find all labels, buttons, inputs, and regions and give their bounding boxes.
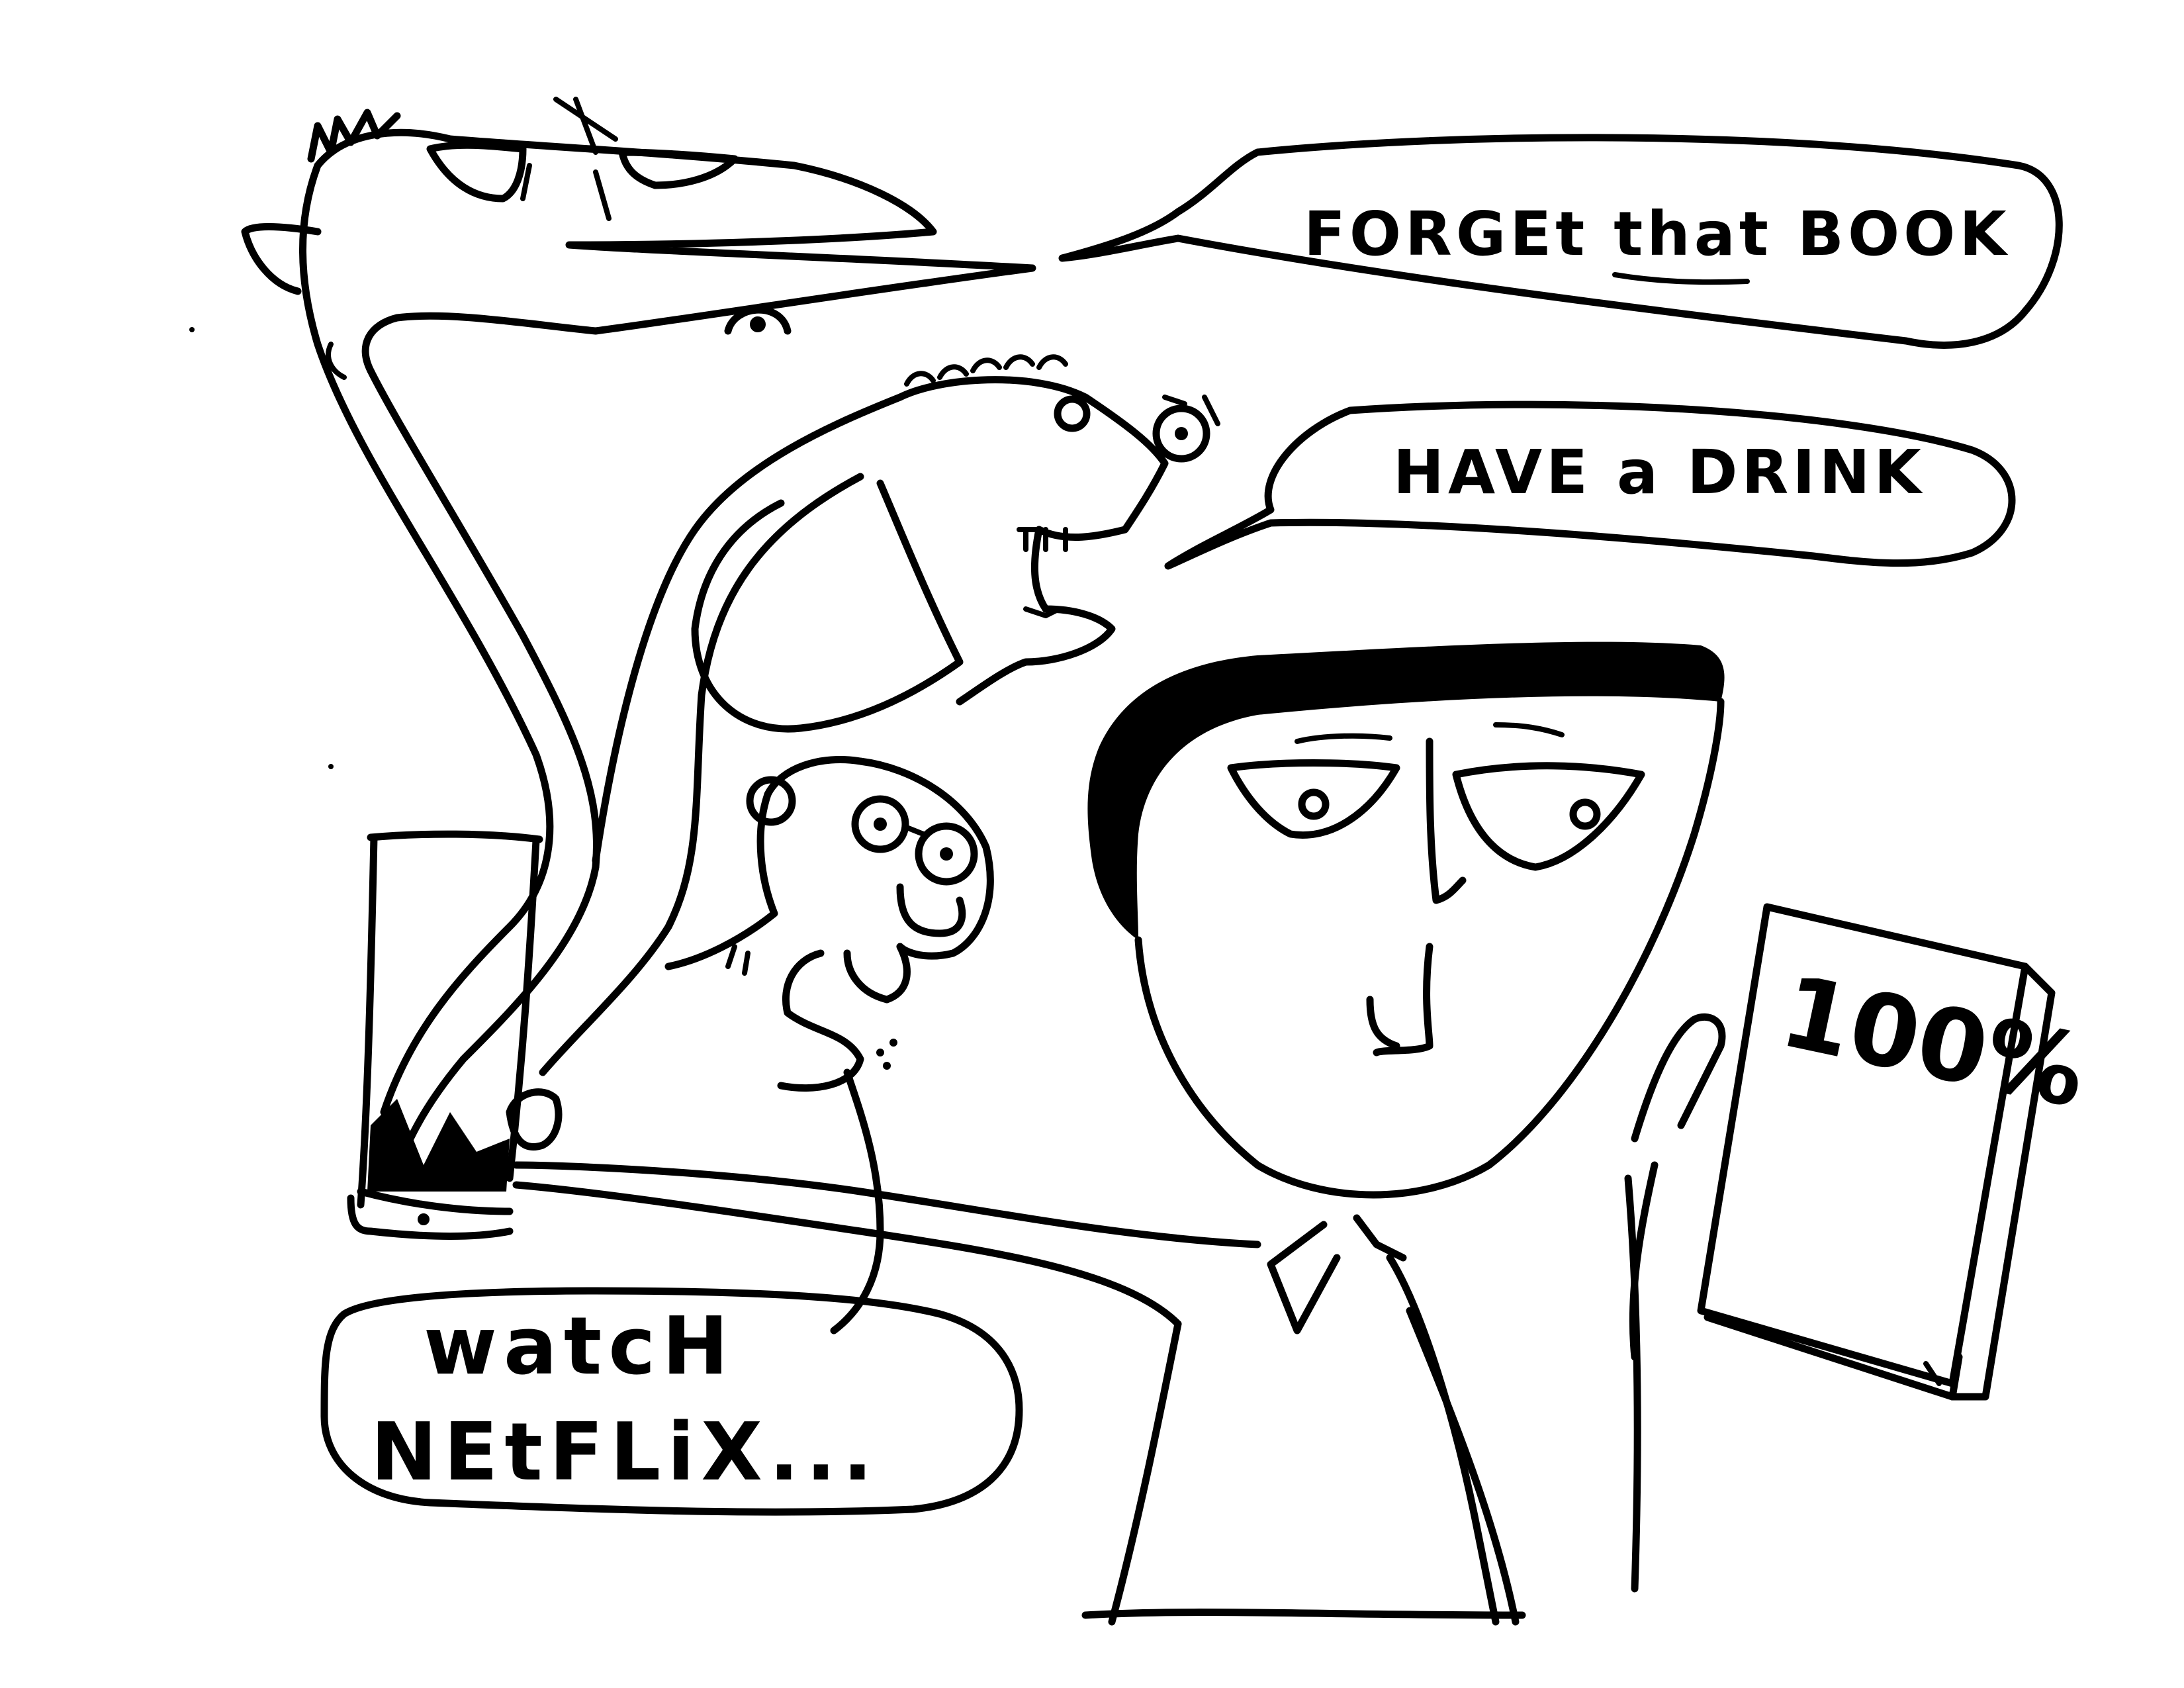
- serpent-creature-middle: [539, 354, 1220, 1076]
- speech-bubble-forget: FORGEt that BOOK: [1058, 134, 2063, 349]
- bubble-text-watch: watcH: [424, 1301, 735, 1393]
- drink-glass: [347, 830, 543, 1240]
- speech-bubble-drink: HAVE a DRINK: [1164, 400, 2016, 570]
- ink-dot: [328, 764, 334, 769]
- serpent-creature-lower: [664, 755, 994, 1335]
- bubble-text-netflix: NEtFLiX...: [371, 1407, 880, 1499]
- main-character: [506, 641, 1726, 1626]
- book-text: 100%: [1772, 954, 2095, 1131]
- speech-bubble-netflix: watcH NEtFLiX...: [320, 1287, 1023, 1516]
- ink-dot: [189, 327, 195, 332]
- serpent-creature-top: [241, 97, 1036, 1143]
- book: 100%: [1697, 903, 2095, 1401]
- bubble-text-forget: FORGEt that BOOK: [1304, 199, 2011, 269]
- bubble-text-drink: HAVE a DRINK: [1393, 437, 1925, 508]
